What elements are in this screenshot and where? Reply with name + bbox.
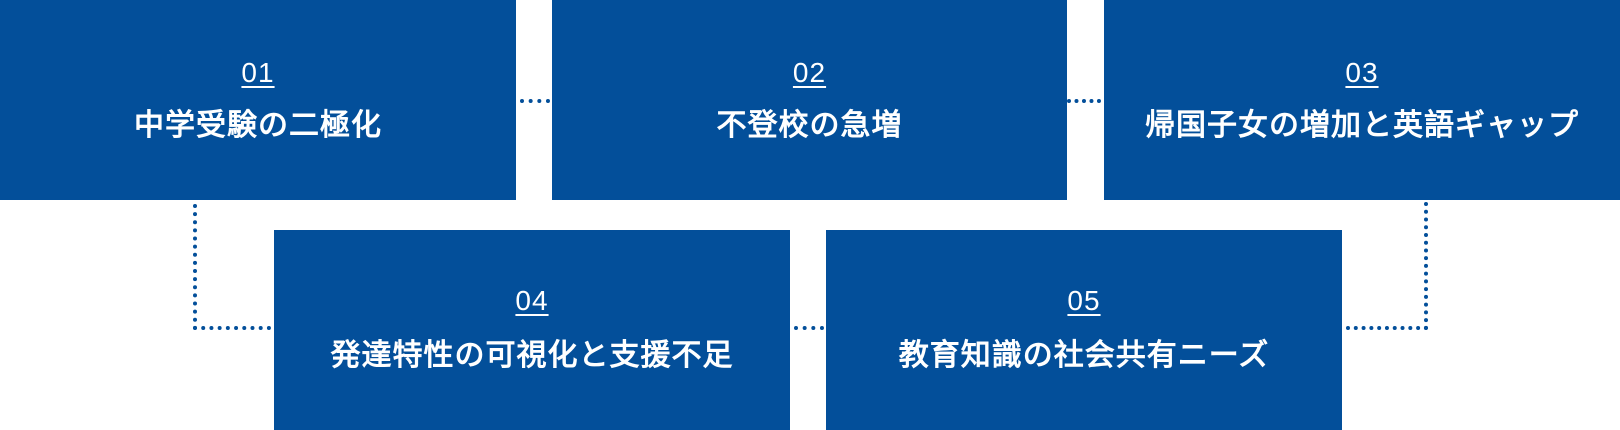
issue-number-text: 05	[1067, 285, 1101, 316]
issue-card-03: 03 帰国子女の増加と英語ギャップ	[1104, 0, 1620, 200]
issue-card-05: 05 教育知識の社会共有ニーズ	[826, 230, 1342, 430]
connector-04-05	[794, 326, 824, 330]
issue-card-04: 04 発達特性の可視化と支援不足	[274, 230, 790, 430]
connector-03-05-horizontal	[1346, 326, 1428, 330]
connector-02-03	[1067, 99, 1101, 103]
issue-title: 発達特性の可視化と支援不足	[330, 338, 734, 373]
issue-number-text: 02	[792, 57, 827, 88]
connector-01-04-vertical	[193, 204, 197, 330]
issue-number: 02	[552, 59, 1067, 87]
issue-card-01: 01 中学受験の二極化	[0, 0, 516, 200]
issue-title: 中学受験の二極化	[134, 108, 382, 143]
connector-01-02	[520, 99, 550, 103]
issue-card-02: 02 不登校の急増	[552, 0, 1067, 200]
issue-title: 不登校の急増	[716, 108, 903, 143]
issue-number-text: 04	[515, 285, 549, 316]
issue-title: 教育知識の社会共有ニーズ	[898, 338, 1270, 373]
issue-number: 03	[1104, 59, 1620, 87]
issue-number-text: 01	[241, 57, 275, 88]
connector-03-05-vertical	[1424, 202, 1428, 330]
issue-title: 帰国子女の増加と英語ギャップ	[1145, 108, 1579, 143]
connector-01-04-horizontal	[193, 326, 271, 330]
issue-number-text: 03	[1345, 57, 1379, 88]
issue-number: 04	[274, 287, 790, 315]
issue-number: 01	[0, 59, 516, 87]
issue-number: 05	[826, 287, 1342, 315]
